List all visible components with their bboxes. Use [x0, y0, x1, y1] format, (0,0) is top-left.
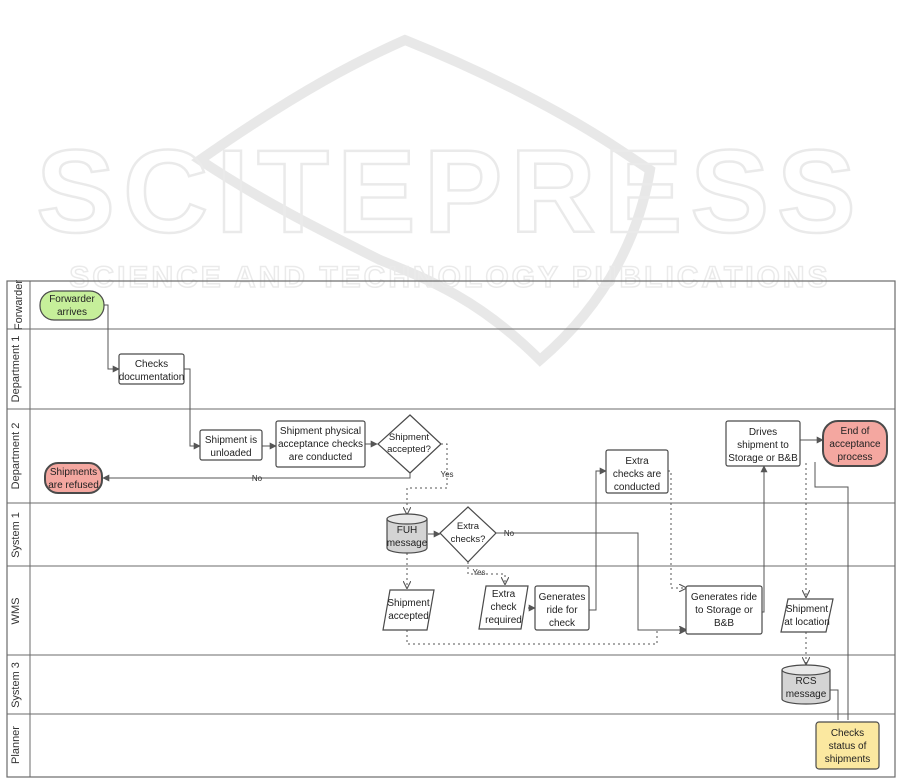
start-node-forwarder-arrives[interactable]: Forwarder arrives: [39, 290, 105, 321]
node-line: Shipment: [387, 598, 429, 609]
node-line: Checks: [135, 359, 168, 370]
node-line: B&B: [714, 618, 734, 629]
watermark: SCITEPRESS SCIENCE AND TECHNOLOGY PUBLIC…: [35, 34, 864, 367]
edge-ride-to-drives: [760, 465, 768, 613]
node-line: Extra: [492, 589, 516, 600]
task-checks-status-of-shipments[interactable]: Checks status of shipments: [815, 721, 880, 770]
data-shipment-accepted[interactable]: Shipment accepted: [382, 589, 435, 631]
node-line: Storage or B&B: [728, 453, 798, 464]
node-line: message: [786, 689, 827, 700]
node-line: unloaded: [210, 448, 251, 459]
decision-extra-checks[interactable]: Extra checks?: [439, 506, 497, 563]
node-line: to Storage or: [695, 605, 753, 616]
node-line: Shipments: [50, 467, 97, 478]
lane-label-forwarder: Forwarder: [13, 280, 25, 330]
node-line: shipments: [825, 754, 871, 765]
node-line: check: [490, 602, 517, 613]
lane-label-department-2: Department 2: [10, 423, 22, 490]
edge-forwarder-to-checks: [104, 304, 120, 373]
task-generates-ride-storage[interactable]: Generates ride to Storage or B&B: [685, 585, 763, 635]
lane-label-system-1: System 1: [10, 512, 22, 558]
edge-rcs-to-planner: [830, 689, 839, 720]
node-line: arrives: [57, 307, 87, 318]
node-line: accepted?: [387, 444, 431, 455]
node-line: FUH: [397, 525, 418, 536]
task-physical-acceptance-checks[interactable]: Shipment physical acceptance checks are …: [275, 420, 366, 468]
watermark-wordmark: SCITEPRESS: [36, 126, 864, 258]
edge-decision-yes-fuh: [407, 443, 448, 514]
data-extra-check-required[interactable]: Extra check required: [478, 585, 529, 630]
edge-label-yes-extra: Yes: [472, 568, 485, 577]
node-line: RCS: [795, 676, 816, 687]
task-checks-documentation[interactable]: Checks documentation: [118, 353, 185, 385]
connectors: [102, 304, 849, 720]
datastore-rcs-message[interactable]: RCS message: [781, 664, 831, 705]
node-line: End of: [841, 426, 870, 437]
swimlane-diagram: Forwarder Department 1 Department 2 Syst…: [6, 280, 896, 778]
task-shipment-unloaded[interactable]: Shipment is unloaded: [199, 429, 263, 461]
edge-checks-to-unloaded: [184, 368, 201, 450]
node-line: ride for: [546, 605, 578, 616]
lane-label-department-1: Department 1: [10, 336, 22, 403]
node-line: message: [387, 538, 428, 549]
node-line: at location: [784, 617, 830, 628]
edge-label-yes-accepted: Yes: [440, 470, 453, 479]
node-line: process: [837, 452, 872, 463]
edge-end-to-planner: [814, 462, 849, 720]
task-drives-shipment[interactable]: Drives shipment to Storage or B&B: [725, 420, 801, 467]
edge-label-no-extra: No: [504, 529, 515, 538]
node-line: required: [485, 615, 522, 626]
edge-accepted-to-ride: [406, 630, 686, 645]
node-line: Forwarder: [49, 294, 95, 305]
node-line: shipment to: [737, 440, 789, 451]
lane-label-planner: Planner: [10, 726, 22, 764]
task-generates-ride-for-check[interactable]: Generates ride for check: [534, 585, 590, 631]
node-line: Extra: [457, 521, 480, 532]
node-line: are refused: [48, 480, 99, 491]
end-node-acceptance-process[interactable]: End of acceptance process: [822, 420, 888, 467]
node-line: are conducted: [289, 452, 352, 463]
node-line: checks are: [613, 469, 662, 480]
datastore-fuh-message[interactable]: FUH message: [386, 513, 428, 554]
node-line: Shipment: [389, 432, 429, 443]
node-line: status of: [829, 741, 867, 752]
node-line: Generates: [539, 592, 586, 603]
node-line: Generates ride: [691, 592, 758, 603]
edge-decision-no-refused: [102, 473, 411, 482]
node-line: acceptance: [829, 439, 881, 450]
edge-extra-checks-to-ride: [668, 470, 686, 588]
end-node-shipments-refused[interactable]: Shipments are refused: [44, 462, 103, 494]
data-shipment-at-location[interactable]: Shipment at location: [780, 598, 834, 633]
node-line: accepted: [388, 611, 429, 622]
swimlane-frame: [6, 280, 896, 778]
node-line: Checks: [831, 728, 864, 739]
edge-label-no-refused: No: [252, 474, 263, 483]
edge-generates-to-extra-checks: [589, 467, 607, 611]
task-extra-checks-conducted[interactable]: Extra checks are conducted: [605, 449, 669, 494]
node-line: Shipment physical: [280, 426, 361, 437]
node-line: Drives: [749, 427, 777, 438]
node-line: Shipment: [786, 604, 828, 615]
watermark-book-icon: [191, 34, 656, 367]
node-line: checks?: [451, 534, 486, 545]
node-line: Shipment is: [205, 435, 257, 446]
node-line: check: [549, 618, 576, 629]
node-line: documentation: [119, 372, 185, 383]
lane-label-system-3: System 3: [10, 662, 22, 708]
decision-shipment-accepted[interactable]: Shipment accepted?: [377, 414, 442, 474]
node-line: conducted: [614, 482, 660, 493]
edge-extra-yes: [467, 562, 505, 584]
lane-label-wms: WMS: [10, 598, 22, 625]
watermark-tagline: SCIENCE AND TECHNOLOGY PUBLICATIONS: [69, 261, 830, 294]
edge-extra-no: [496, 532, 687, 634]
node-line: acceptance checks: [278, 439, 363, 450]
node-line: Extra: [625, 456, 649, 467]
